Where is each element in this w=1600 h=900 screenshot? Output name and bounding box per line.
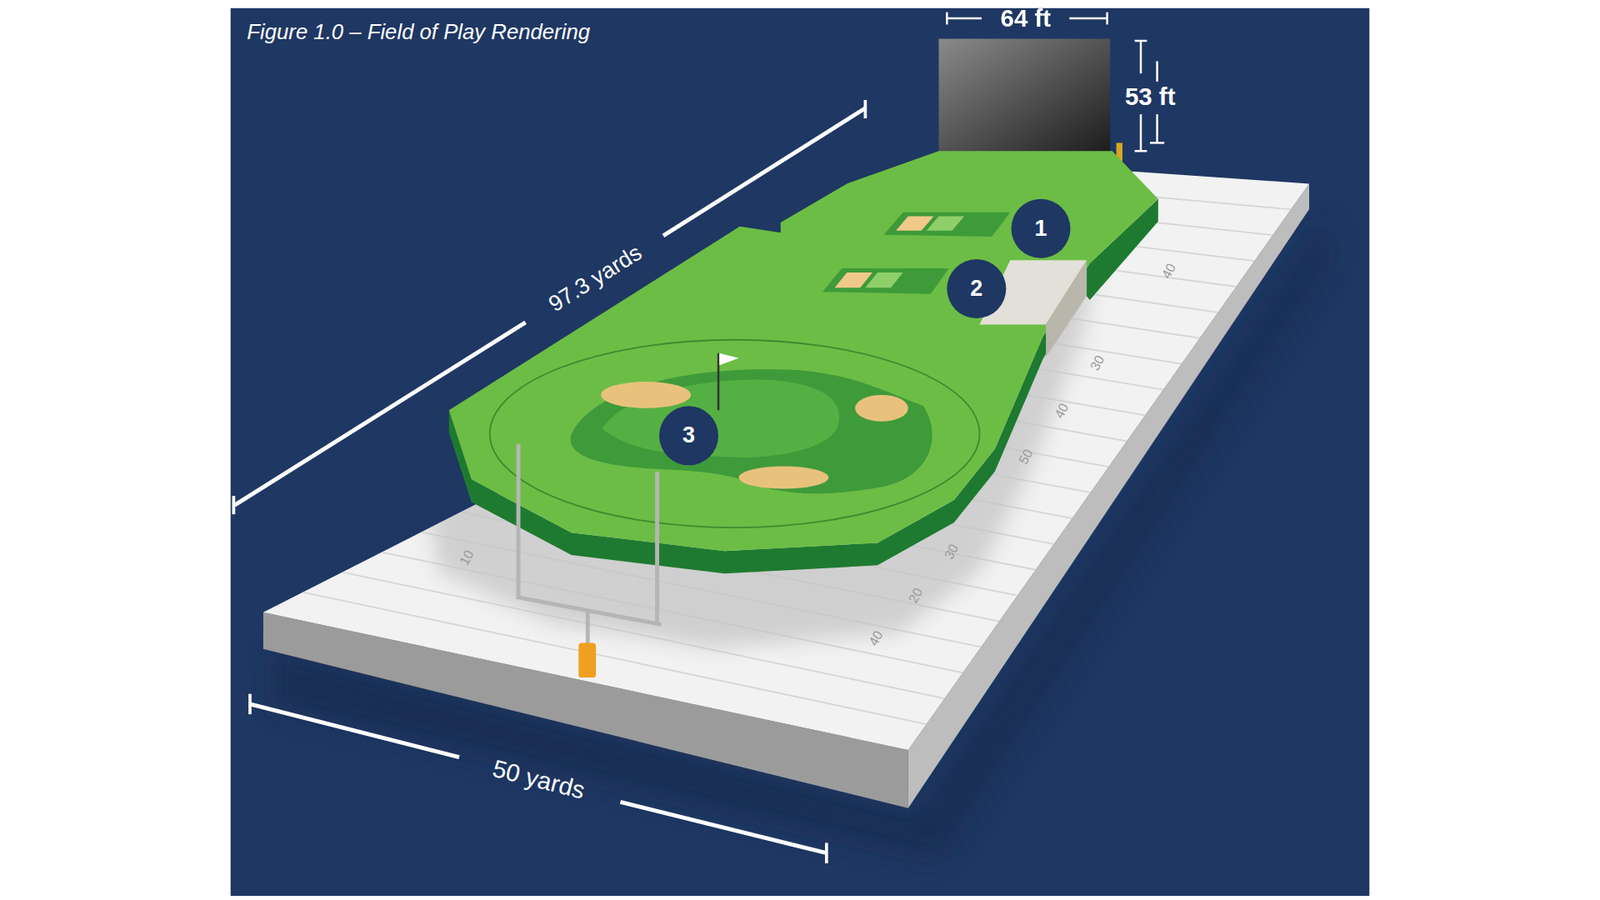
green-ring bbox=[490, 340, 980, 528]
dimension-label: 53 ft bbox=[1125, 82, 1175, 111]
figure-title: Figure 1.0 – Field of Play Rendering bbox=[246, 19, 590, 44]
green-platform-top bbox=[449, 150, 1159, 551]
tee-mat bbox=[865, 272, 903, 288]
goal-base bbox=[578, 642, 596, 678]
bunker bbox=[739, 466, 830, 490]
tee-mat bbox=[926, 216, 965, 231]
callout-number: 1 bbox=[1034, 215, 1047, 242]
goal-upright bbox=[516, 444, 521, 598]
dimension-lines bbox=[233, 100, 865, 864]
grey-box-side bbox=[1045, 260, 1087, 357]
callout-number: 3 bbox=[682, 422, 695, 450]
callout-circle: 1 bbox=[1010, 199, 1070, 259]
screen-block bbox=[939, 39, 1111, 154]
callout-circle: 2 bbox=[946, 259, 1006, 319]
bunker bbox=[600, 381, 691, 409]
fringe bbox=[570, 369, 933, 494]
navy-panel bbox=[230, 8, 1370, 896]
dimension-lines bbox=[946, 12, 1165, 152]
goal-upright bbox=[655, 471, 660, 625]
flag-pole bbox=[717, 353, 720, 411]
dimension-label: 64 ft bbox=[1000, 4, 1051, 33]
tee-mat bbox=[835, 272, 873, 288]
tee-box bbox=[883, 212, 1010, 237]
callout-number: 2 bbox=[970, 275, 983, 303]
flag bbox=[719, 353, 739, 366]
bunker bbox=[855, 395, 909, 422]
callout-circle: 3 bbox=[659, 405, 719, 465]
tee-mat bbox=[895, 216, 934, 231]
tee-box bbox=[822, 268, 950, 295]
